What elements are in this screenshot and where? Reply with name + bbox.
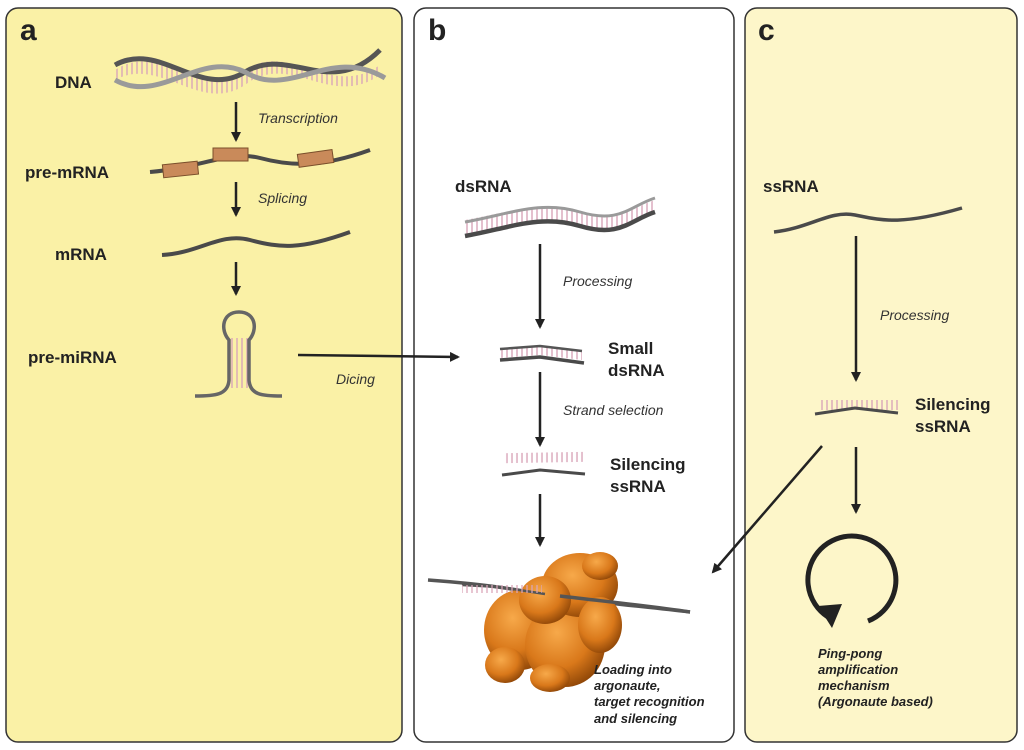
panel-c-letter: c <box>758 14 775 47</box>
exon-1 <box>161 160 200 179</box>
c-silencing-label-line1: Silencing <box>915 395 991 414</box>
c-silencing-strand <box>814 406 899 416</box>
mrna-strand <box>161 230 351 257</box>
strand-selection-step: Strand selection <box>563 402 664 418</box>
c-ssrna-strand <box>773 206 963 234</box>
loaded-guide-bases <box>462 585 542 593</box>
small-dsrna-base-pairs <box>500 347 582 360</box>
c-ssrna-label: ssRNA <box>763 177 819 196</box>
b-silencing-label-line1: Silencing <box>610 455 686 474</box>
dsrna-strand-bottom <box>464 209 656 239</box>
panel-b-letter: b <box>428 14 446 47</box>
pre-mirna-label: pre-miRNA <box>28 348 117 367</box>
dna-label: DNA <box>55 73 92 92</box>
b-silencing-strand <box>501 468 586 477</box>
c-note-line3: mechanism <box>818 678 890 693</box>
b-note-line3: target recognition <box>594 694 705 709</box>
pre-mrna-label: pre-mRNA <box>25 163 109 182</box>
b-note-line2: argonaute, <box>594 678 660 693</box>
c-note-line2: amplification <box>818 662 898 677</box>
argonaute-protein <box>484 552 622 692</box>
small-dsrna-strand-top <box>499 344 583 353</box>
panel-a-background <box>5 7 403 743</box>
panel-c-background <box>744 7 1018 743</box>
small-dsrna-strand-bottom <box>499 355 585 365</box>
target-mrna-overlay <box>559 594 691 614</box>
b-silencing-ssrna <box>501 451 586 477</box>
dsrna-strand-top <box>464 196 656 224</box>
small-dsrna-label-line2: dsRNA <box>608 361 665 380</box>
panel-a: a DNA Transcription pre-mRNA Splicing mR… <box>5 7 403 743</box>
b-silencing-label-line2: ssRNA <box>610 477 666 496</box>
mrna-label: mRNA <box>55 245 107 264</box>
c-processing-step: Processing <box>880 307 949 323</box>
dsrna-base-pairs <box>465 200 655 234</box>
cycle-arc <box>805 533 899 624</box>
b-note-line4: and silencing <box>594 711 677 726</box>
b-silencing-bases <box>503 451 583 464</box>
panel-a-letter: a <box>20 14 37 47</box>
transcription-step: Transcription <box>258 110 338 126</box>
c-silencing-bases <box>818 400 898 410</box>
panel-b: b dsRNA Processing Small dsRNA Strand se… <box>413 7 735 743</box>
dsrna-label: dsRNA <box>455 177 512 196</box>
b-note-line1: Loading into <box>594 662 672 677</box>
hairpin-base-pairs <box>230 338 248 388</box>
dna-helix <box>113 48 387 94</box>
exon-2 <box>212 147 249 162</box>
exon-3 <box>296 148 335 168</box>
dicing-arrow <box>297 351 460 362</box>
cycle-arrowhead <box>818 604 842 628</box>
panel-c: c ssRNA Processing Silencing ssRNA Ping-… <box>744 7 1018 743</box>
dicing-step: Dicing <box>336 371 375 387</box>
ping-pong-cycle-icon <box>805 533 899 628</box>
pre-mrna-strand <box>149 147 371 179</box>
b-processing-step: Processing <box>563 273 632 289</box>
pre-mirna-hairpin <box>194 310 283 398</box>
dsrna-duplex <box>464 196 656 239</box>
panel-b-background <box>413 7 735 743</box>
c-silencing-label-line2: ssRNA <box>915 417 971 436</box>
small-dsrna-label-line1: Small <box>608 339 653 358</box>
c-note-line4: (Argonaute based) <box>818 694 933 709</box>
small-dsrna <box>499 344 585 365</box>
splicing-step: Splicing <box>258 190 307 206</box>
dna-strand-2 <box>113 64 387 90</box>
dna-base-pairs <box>115 61 380 94</box>
c-to-argonaute-arrow <box>711 445 823 574</box>
hairpin-strand <box>194 310 283 398</box>
c-silencing-ssrna <box>814 400 899 416</box>
argonaute-complex <box>427 552 691 692</box>
c-note-line1: Ping-pong <box>818 646 882 661</box>
